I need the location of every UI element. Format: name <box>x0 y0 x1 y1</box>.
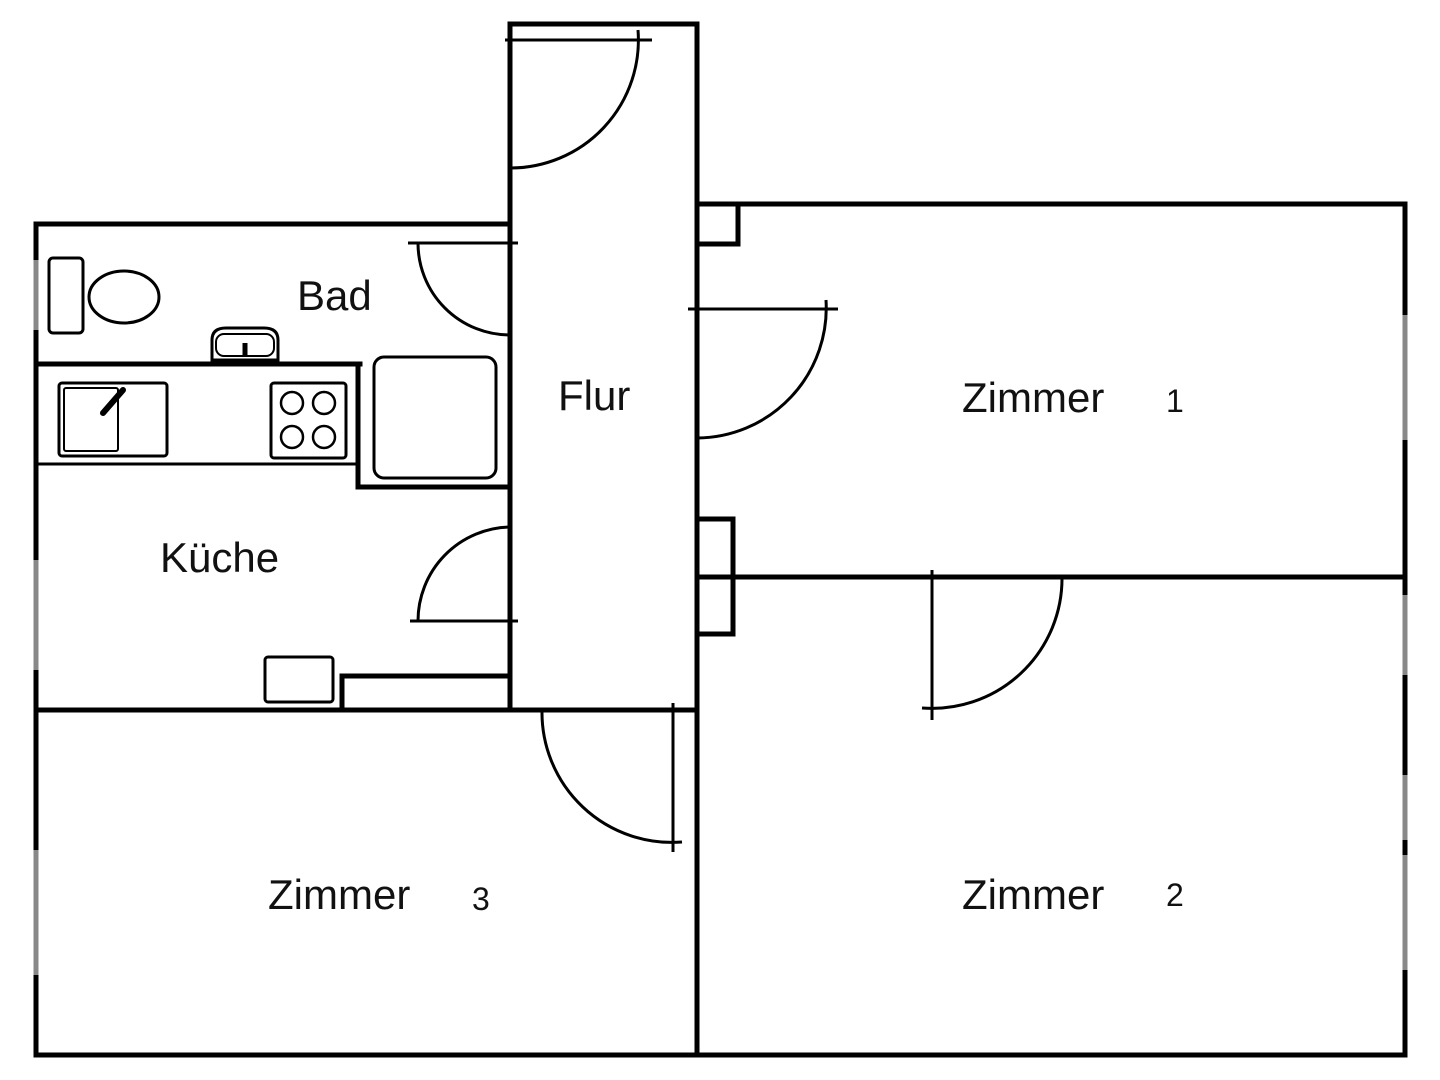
label-zimmer3-number: 3 <box>472 881 490 917</box>
zimmer3-door <box>540 703 683 852</box>
label-bad: Bad <box>297 272 372 319</box>
entrance-door <box>505 29 652 170</box>
stove <box>269 381 348 460</box>
doors <box>408 29 1064 852</box>
bad-door <box>408 241 518 337</box>
toilet-tank <box>47 256 85 335</box>
kitchen-fixtures <box>57 355 498 704</box>
label-zimmer3: Zimmer <box>268 871 410 918</box>
label-zimmer2-number: 2 <box>1166 877 1184 913</box>
kueche-door <box>410 525 518 623</box>
toilet-bowl <box>87 269 161 325</box>
label-zimmer1-number: 1 <box>1166 383 1184 419</box>
label-zimmer1: Zimmer <box>962 374 1104 421</box>
bathroom-fixtures <box>47 256 280 362</box>
windows <box>33 260 1408 975</box>
kitchen-cabinet <box>263 655 335 704</box>
label-kueche: Küche <box>160 534 279 581</box>
label-zimmer2: Zimmer <box>962 871 1104 918</box>
zimmer1-door <box>688 299 838 440</box>
label-flur: Flur <box>558 372 630 419</box>
zimmer2-door <box>921 570 1064 720</box>
refrigerator <box>372 355 498 480</box>
room-labels: Bad Flur Küche Zimmer 1 Zimmer 2 Zimmer … <box>160 272 1184 918</box>
kitchen-sink <box>57 381 169 458</box>
